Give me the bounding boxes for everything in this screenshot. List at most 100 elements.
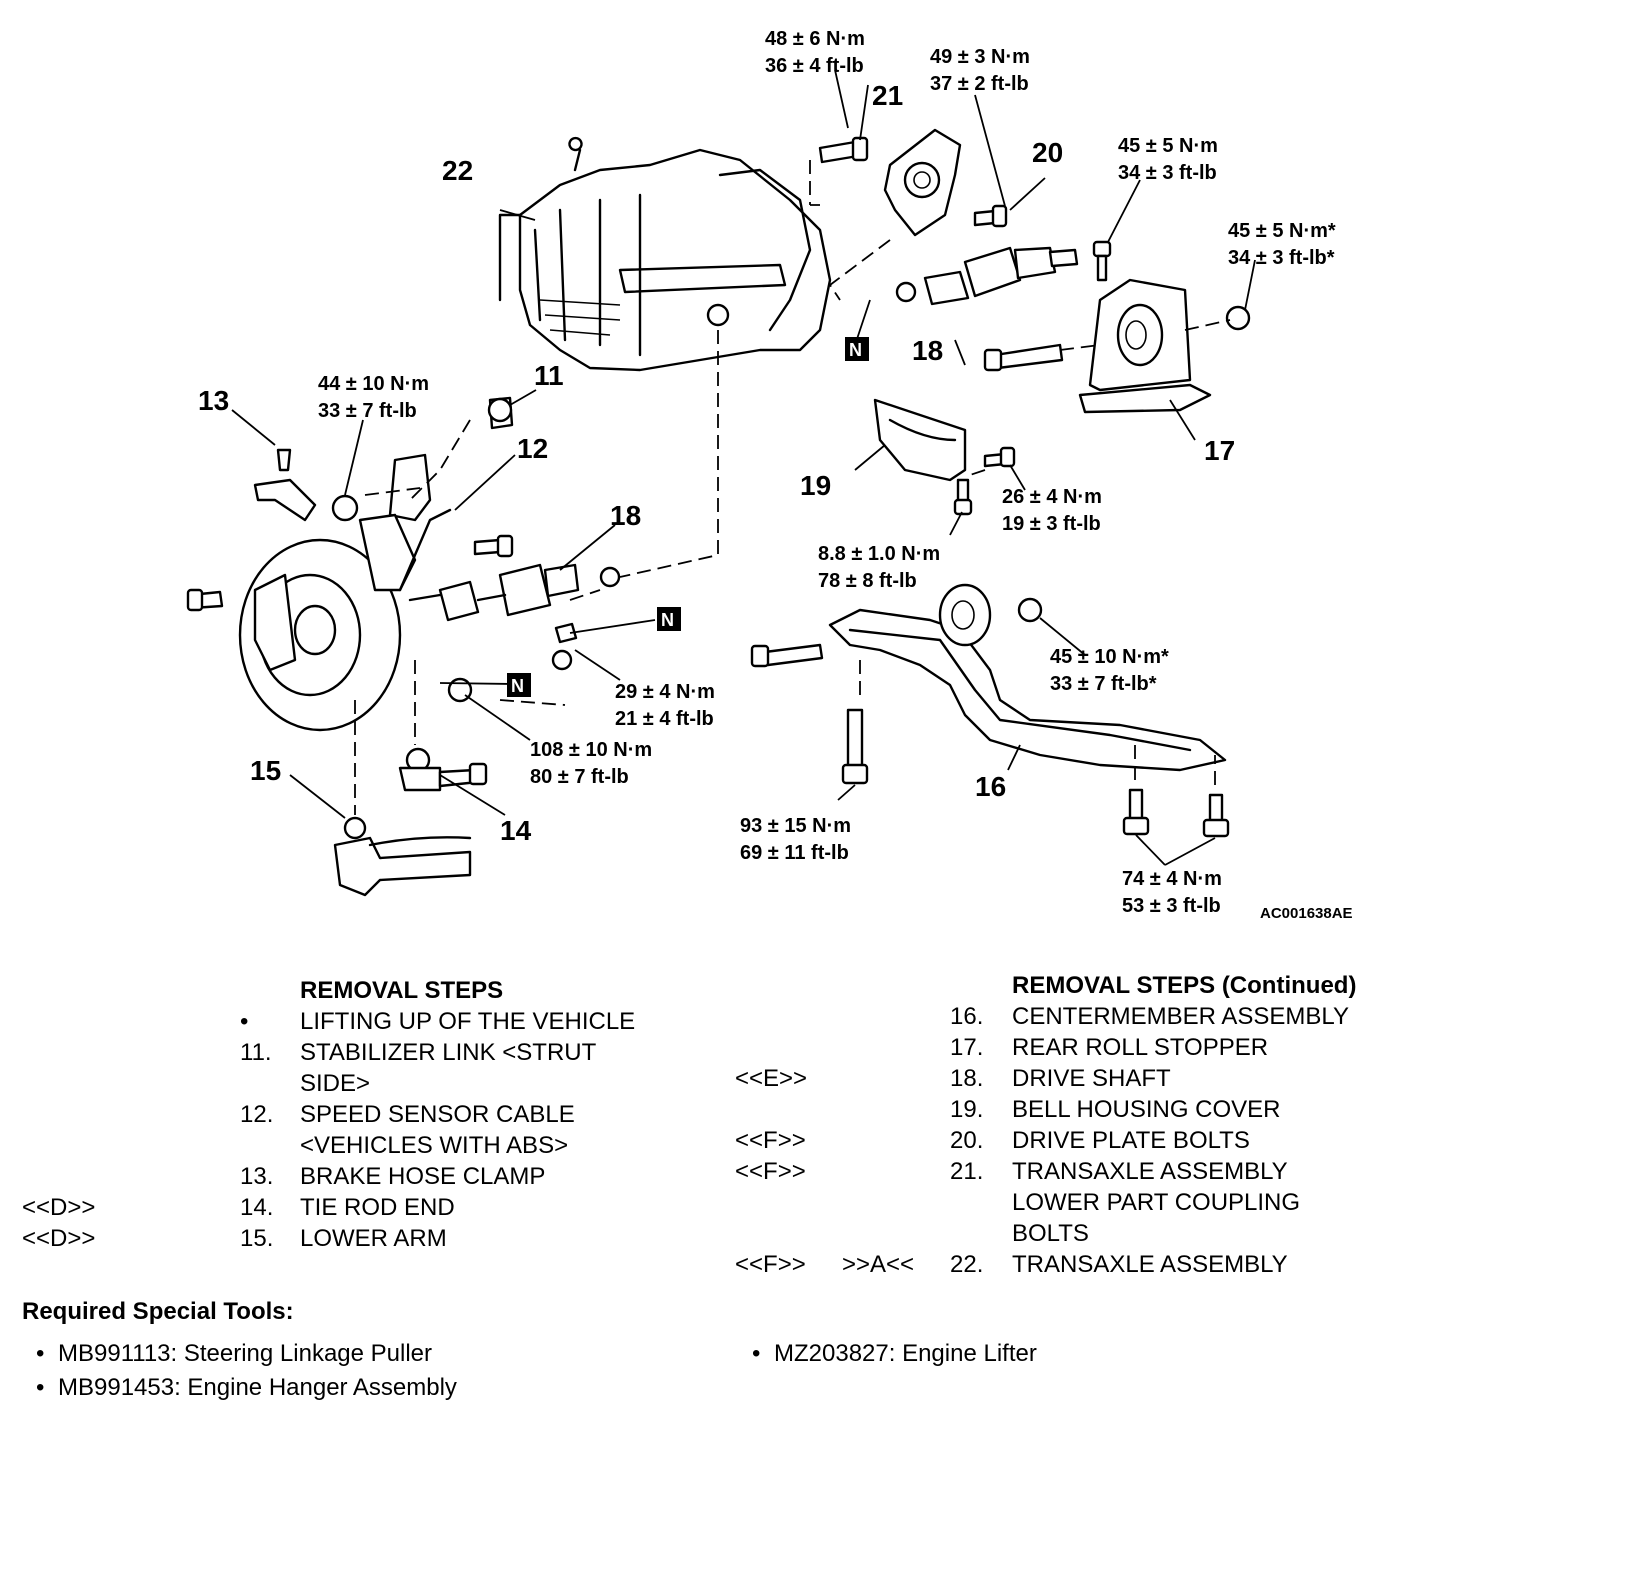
step-text: CENTERMEMBER ASSEMBLY — [1012, 1003, 1349, 1030]
step-text: TRANSAXLE ASSEMBLY — [1012, 1158, 1288, 1185]
step-number: 21. — [950, 1158, 984, 1185]
step-code: <<F>> — [735, 1158, 806, 1185]
svg-text:34 ± 3 ft-lb*: 34 ± 3 ft-lb* — [1228, 247, 1335, 269]
step-number: 12. — [240, 1101, 274, 1128]
drive-shaft-left-drawing — [408, 563, 621, 622]
removal-steps-continued-title: REMOVAL STEPS (Continued) — [1012, 972, 1357, 999]
svg-text:26 ± 4 N·m: 26 ± 4 N·m — [1002, 486, 1102, 508]
step-text: SIDE> — [300, 1070, 371, 1097]
step-number: 17. — [950, 1034, 984, 1061]
step-number: • — [240, 1008, 249, 1035]
callout-19: 19 — [800, 470, 831, 501]
transaxle-assembly-drawing — [498, 136, 832, 372]
svg-text:53 ± 3 ft-lb: 53 ± 3 ft-lb — [1122, 895, 1221, 917]
step-text: BELL HOUSING COVER — [1012, 1096, 1281, 1123]
callout-21: 21 — [872, 80, 903, 111]
nut-marker-3: N — [507, 673, 531, 697]
brake-hose-clamp-drawing — [253, 448, 317, 522]
step-text: TRANSAXLE ASSEMBLY — [1012, 1251, 1288, 1278]
step-text: <VEHICLES WITH ABS> — [300, 1132, 569, 1159]
special-tool-label: MB991453: Engine Hanger Assembly — [58, 1374, 457, 1401]
torque-18: 29 ± 4 N·m 21 ± 4 ft-lb — [615, 681, 715, 730]
svg-text:80 ± 7 ft-lb: 80 ± 7 ft-lb — [530, 766, 629, 788]
torque-17a: 45 ± 5 N·m 34 ± 3 ft-lb — [1118, 135, 1218, 184]
torque-20: 49 ± 3 N·m 37 ± 2 ft-lb — [930, 46, 1030, 95]
drive-plate-drawing — [883, 128, 962, 237]
special-tool-item: • MB991453: Engine Hanger Assembly — [36, 1374, 457, 1402]
torque-21: 48 ± 6 N·m 36 ± 4 ft-lb — [765, 28, 865, 77]
special-tool-item: • MZ203827: Engine Lifter — [752, 1340, 1037, 1368]
nut-marker-1: N — [845, 337, 869, 361]
step-number: 19. — [950, 1096, 984, 1123]
step-code: <<F>> — [735, 1251, 806, 1278]
leader-lines — [231, 69, 1256, 866]
hub-knuckle-drawing — [186, 453, 452, 732]
special-tool-item: • MB991113: Steering Linkage Puller — [36, 1340, 432, 1368]
step-text: LIFTING UP OF THE VEHICLE — [300, 1008, 636, 1035]
step-code: <<D>> — [22, 1225, 96, 1252]
callout-11: 11 — [534, 360, 564, 391]
bullet-icon: • — [752, 1340, 761, 1367]
step-text: REAR ROLL STOPPER — [1012, 1034, 1269, 1061]
torque-11: 44 ± 10 N·m 33 ± 7 ft-lb — [318, 373, 429, 422]
speed-sensor-bolt-drawing — [473, 534, 514, 558]
bullet-icon: • — [36, 1340, 45, 1367]
svg-text:21 ± 4 ft-lb: 21 ± 4 ft-lb — [615, 708, 714, 730]
svg-text:33 ± 7 ft-lb: 33 ± 7 ft-lb — [318, 400, 417, 422]
centermember-assembly-drawing — [750, 583, 1230, 838]
exploded-view-diagram: N N N 21 20 22 18 17 19 16 11 12 13 18 1… — [186, 28, 1353, 922]
bolt-20-drawing — [973, 204, 1008, 228]
svg-text:34 ± 3 ft-lb: 34 ± 3 ft-lb — [1118, 162, 1217, 184]
step-number: 18. — [950, 1065, 984, 1092]
callout-22: 22 — [442, 155, 473, 186]
step-code: <<D>> — [22, 1194, 96, 1221]
bell-housing-cover-drawing — [873, 398, 1016, 516]
drive-shaft-right-drawing — [895, 246, 1079, 306]
special-tool-label: MB991113: Steering Linkage Puller — [58, 1340, 433, 1367]
special-tool-label: MZ203827: Engine Lifter — [774, 1340, 1037, 1367]
svg-text:29 ± 4 N·m: 29 ± 4 N·m — [615, 681, 715, 703]
step-text: BOLTS — [1012, 1220, 1089, 1247]
stabilizer-link-nut-drawing — [331, 396, 514, 522]
step-number: 14. — [240, 1194, 274, 1221]
svg-text:108 ± 10 N·m: 108 ± 10 N·m — [530, 739, 652, 761]
step-number: 20. — [950, 1127, 984, 1154]
svg-text:45 ± 5 N·m*: 45 ± 5 N·m* — [1228, 220, 1336, 242]
bullet-icon: • — [36, 1374, 45, 1401]
step-number: 16. — [950, 1003, 984, 1030]
tie-rod-end-drawing — [398, 747, 488, 792]
svg-text:33 ± 7 ft-lb*: 33 ± 7 ft-lb* — [1050, 673, 1157, 695]
alignment-lines — [354, 160, 1231, 815]
svg-text:36 ± 4 ft-lb: 36 ± 4 ft-lb — [765, 55, 864, 77]
callout-18-right: 18 — [912, 335, 943, 366]
svg-text:45 ± 10 N·m*: 45 ± 10 N·m* — [1050, 646, 1169, 668]
torque-14: 108 ± 10 N·m 80 ± 7 ft-lb — [530, 739, 652, 788]
step-code: <<E>> — [735, 1065, 808, 1092]
torque-19a: 26 ± 4 N·m 19 ± 3 ft-lb — [1002, 486, 1102, 535]
step-number: 22. — [950, 1251, 984, 1278]
svg-text:69 ± 11 ft-lb: 69 ± 11 ft-lb — [740, 842, 849, 864]
step-number: 15. — [240, 1225, 274, 1252]
step-code: <<F>> — [735, 1127, 806, 1154]
figure-code: AC001638AE — [1260, 905, 1353, 922]
svg-text:44 ± 10 N·m: 44 ± 10 N·m — [318, 373, 429, 395]
svg-text:N: N — [661, 610, 674, 630]
callout-14: 14 — [500, 815, 532, 846]
callout-17: 17 — [1204, 435, 1235, 466]
bolt-21-drawing — [818, 136, 869, 164]
step-text: DRIVE SHAFT — [1012, 1065, 1171, 1092]
callout-13: 13 — [198, 385, 229, 416]
torque-16a: 45 ± 10 N·m* 33 ± 7 ft-lb* — [1050, 646, 1169, 695]
lower-arm-drawing — [333, 816, 472, 897]
step-text: LOWER ARM — [300, 1225, 447, 1252]
svg-text:49 ± 3 N·m: 49 ± 3 N·m — [930, 46, 1030, 68]
step-number: 13. — [240, 1163, 274, 1190]
rear-roll-stopper-drawing — [983, 278, 1251, 414]
callout-16: 16 — [975, 771, 1006, 802]
step-text: DRIVE PLATE BOLTS — [1012, 1127, 1250, 1154]
step-number: 11. — [240, 1039, 272, 1066]
step-code-secondary: >>A<< — [842, 1251, 915, 1278]
svg-text:37 ± 2 ft-lb: 37 ± 2 ft-lb — [930, 73, 1029, 95]
svg-text:93 ± 15 N·m: 93 ± 15 N·m — [740, 815, 851, 837]
callout-18-left: 18 — [610, 500, 641, 531]
